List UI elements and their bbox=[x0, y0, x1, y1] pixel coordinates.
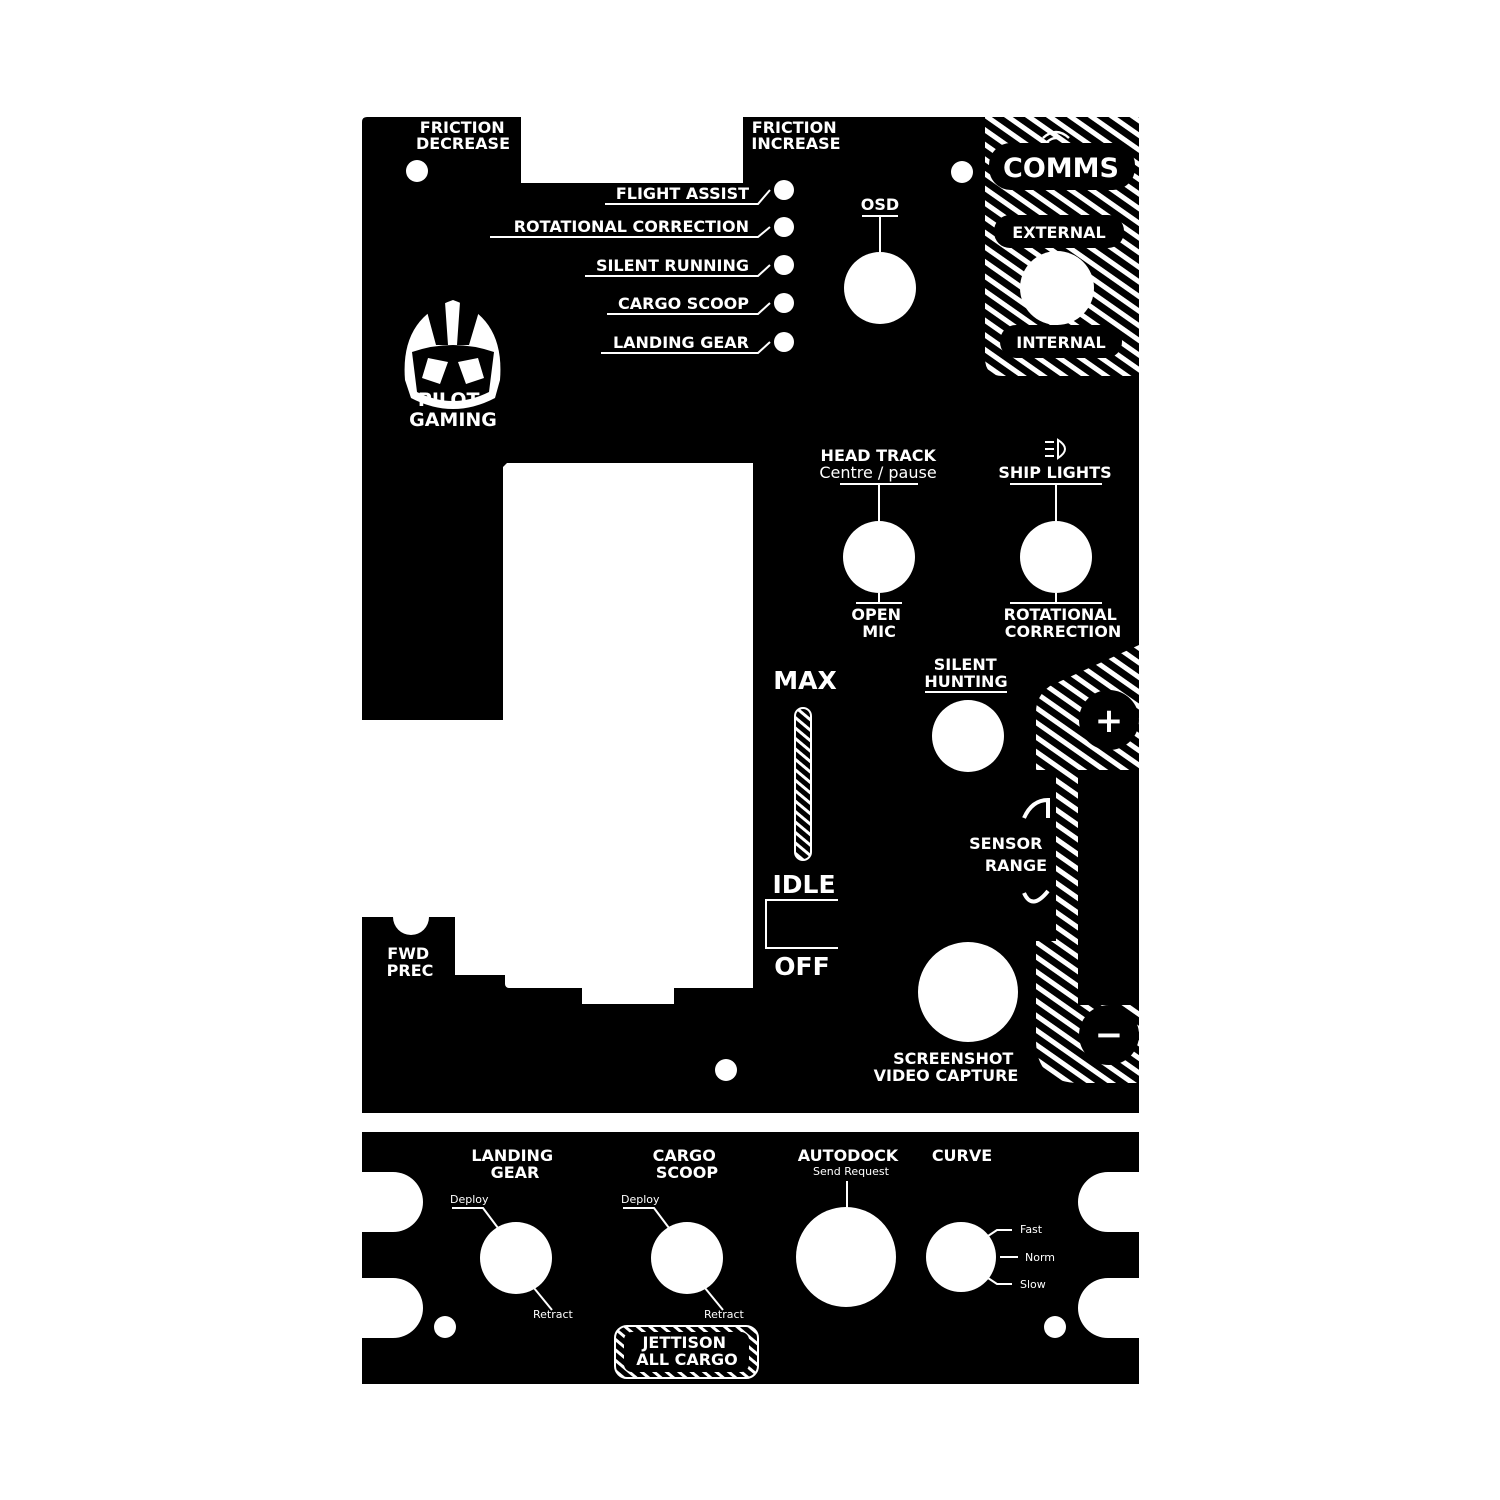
mounting-hole bbox=[406, 160, 428, 182]
curve-hole bbox=[926, 1222, 996, 1292]
toggle-rotational-correction[interactable]: ROTATIONAL CORRECTION bbox=[490, 217, 794, 238]
fwd-prec-label: FWD PREC bbox=[387, 944, 435, 980]
pilot-gaming-logo: PILOT GAMING bbox=[404, 300, 501, 431]
head-track-hole bbox=[843, 521, 915, 593]
silent-hunting-button[interactable]: SILENT HUNTING bbox=[924, 655, 1008, 772]
cargo-scoop-retract-label: Retract bbox=[704, 1308, 745, 1321]
minus-icon: − bbox=[1095, 1015, 1124, 1055]
logo-text: PILOT GAMING bbox=[409, 389, 497, 431]
throttle-idle-label: IDLE bbox=[772, 870, 835, 899]
sensor-range-section: + − SENSOR RANGE bbox=[969, 645, 1139, 1083]
screenshot-hole bbox=[918, 942, 1018, 1042]
upper-panel-plate bbox=[362, 117, 1139, 1113]
toggle-cargo-scoop[interactable]: CARGO SCOOP bbox=[607, 293, 794, 315]
toggle-silent-running[interactable]: SILENT RUNNING bbox=[585, 255, 794, 277]
chevron-up-icon bbox=[1022, 797, 1050, 819]
osd-knob-hole bbox=[844, 252, 916, 324]
indicator-led bbox=[774, 255, 794, 275]
ship-lights-button[interactable]: SHIP LIGHTS ROTATIONAL CORRECTION bbox=[998, 438, 1123, 641]
ship-lights-label: SHIP LIGHTS bbox=[998, 463, 1111, 482]
headlight-icon bbox=[1045, 438, 1066, 460]
comms-internal-label: INTERNAL bbox=[1016, 333, 1105, 352]
mounting-hole bbox=[951, 161, 973, 183]
osd-label: OSD bbox=[861, 195, 899, 214]
friction-decrease-label: FRICTION DECREASE bbox=[416, 118, 510, 153]
head-track-label: HEAD TRACK Centre / pause bbox=[819, 446, 941, 482]
toggle-label: ROTATIONAL CORRECTION bbox=[514, 217, 749, 236]
curve-title: CURVE bbox=[932, 1146, 992, 1165]
mounting-hole bbox=[1044, 1316, 1066, 1338]
silent-hunting-hole bbox=[932, 700, 1004, 772]
autodock-title: AUTODOCK bbox=[798, 1146, 899, 1165]
toggle-label: FLIGHT ASSIST bbox=[616, 184, 749, 203]
comms-external-button[interactable]: EXTERNAL bbox=[994, 215, 1124, 248]
landing-gear-title: LANDING GEAR bbox=[471, 1146, 558, 1182]
throttle-slot: MAX IDLE OFF bbox=[765, 666, 838, 981]
sensor-range-label: SENSOR RANGE bbox=[969, 834, 1048, 875]
toggle-list: FLIGHT ASSIST ROTATIONAL CORRECTION SILE… bbox=[490, 180, 794, 354]
range-increase-button[interactable]: + bbox=[1079, 690, 1139, 750]
autodock-button[interactable]: AUTODOCK Send Request bbox=[796, 1146, 899, 1307]
comms-internal-button[interactable]: INTERNAL bbox=[1000, 325, 1122, 358]
comms-selector-hole[interactable] bbox=[1020, 251, 1094, 325]
comms-external-label: EXTERNAL bbox=[1012, 223, 1105, 242]
plus-icon: + bbox=[1095, 701, 1124, 741]
ship-lights-hole bbox=[1020, 521, 1092, 593]
osd-button[interactable]: OSD bbox=[844, 195, 916, 324]
autodock-hole bbox=[796, 1207, 896, 1307]
comms-section: COMMS EXTERNAL INTERNAL bbox=[985, 117, 1139, 376]
toggle-label: LANDING GEAR bbox=[613, 333, 749, 352]
cargo-scoop-deploy-label: Deploy bbox=[621, 1193, 660, 1206]
indicator-led bbox=[774, 217, 794, 237]
curve-selector[interactable]: CURVE Fast Norm Slow bbox=[926, 1146, 1055, 1292]
mounting-hole bbox=[434, 1316, 456, 1338]
throttle-track[interactable] bbox=[794, 707, 812, 861]
head-track-button[interactable]: HEAD TRACK Centre / pause OPEN MIC bbox=[819, 446, 941, 641]
indicator-led bbox=[774, 332, 794, 352]
chevron-down-icon bbox=[1022, 889, 1050, 904]
toggle-label: CARGO SCOOP bbox=[618, 294, 749, 313]
screenshot-button[interactable]: SCREENSHOT VIDEO CAPTURE bbox=[874, 942, 1019, 1085]
landing-gear-retract-label: Retract bbox=[533, 1308, 574, 1321]
cargo-scoop-hole bbox=[651, 1222, 723, 1294]
lower-panel-plate bbox=[362, 1132, 1139, 1384]
cargo-scoop-switch[interactable]: CARGO SCOOP Deploy Retract bbox=[621, 1146, 745, 1321]
curve-option-slow: Slow bbox=[1020, 1278, 1046, 1291]
throttle-off-label: OFF bbox=[774, 952, 829, 981]
upper-panel: FRICTION DECREASE FRICTION INCREASE FLIG… bbox=[362, 117, 1139, 1113]
landing-gear-hole bbox=[480, 1222, 552, 1294]
jettison-label: JETTISON ALL CARGO bbox=[636, 1333, 738, 1369]
jettison-all-cargo-button[interactable]: JETTISON ALL CARGO bbox=[614, 1325, 759, 1379]
range-decrease-button[interactable]: − bbox=[1079, 1005, 1139, 1065]
throttle-max-label: MAX bbox=[773, 666, 837, 695]
toggle-label: SILENT RUNNING bbox=[596, 256, 749, 275]
indicator-led bbox=[774, 180, 794, 200]
landing-gear-switch[interactable]: LANDING GEAR Deploy Retract bbox=[450, 1146, 574, 1321]
indicator-led bbox=[774, 293, 794, 313]
lower-panel: LANDING GEAR Deploy Retract CARGO SCOOP … bbox=[362, 1132, 1139, 1384]
comms-title: COMMS bbox=[1003, 153, 1119, 184]
silent-hunting-label: SILENT HUNTING bbox=[924, 655, 1007, 691]
cargo-scoop-title: CARGO SCOOP bbox=[653, 1146, 722, 1182]
open-mic-label: OPEN MIC bbox=[851, 605, 906, 641]
landing-gear-deploy-label: Deploy bbox=[450, 1193, 489, 1206]
screenshot-label: SCREENSHOT VIDEO CAPTURE bbox=[874, 1049, 1019, 1085]
autodock-subtitle: Send Request bbox=[813, 1165, 890, 1178]
toggle-flight-assist[interactable]: FLIGHT ASSIST bbox=[605, 180, 794, 205]
curve-option-norm: Norm bbox=[1025, 1251, 1055, 1264]
toggle-landing-gear[interactable]: LANDING GEAR bbox=[601, 332, 794, 354]
curve-option-fast: Fast bbox=[1020, 1223, 1043, 1236]
mounting-hole bbox=[715, 1059, 737, 1081]
friction-increase-label: FRICTION INCREASE bbox=[751, 118, 842, 153]
rotational-correction-label: ROTATIONAL CORRECTION bbox=[1004, 605, 1123, 641]
